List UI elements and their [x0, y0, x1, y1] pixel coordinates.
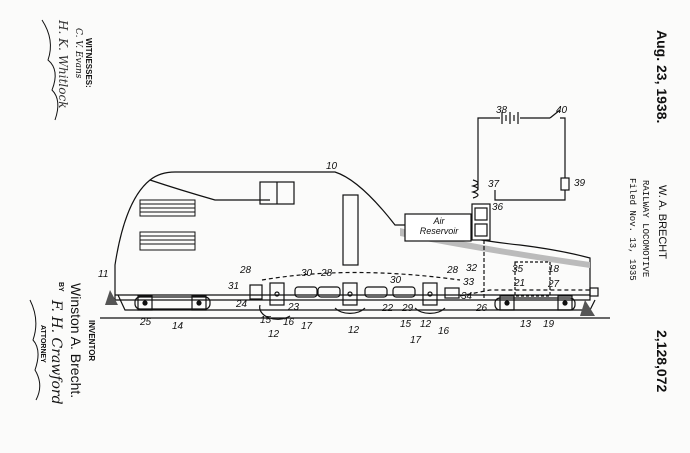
ref-numeral: 27 — [548, 279, 560, 290]
ref-numeral: 36 — [492, 202, 504, 213]
ref-numeral: 18 — [548, 264, 560, 275]
ref-numeral: 39 — [574, 178, 586, 189]
coil-39-icon — [560, 177, 570, 191]
filing-date: Filed Nov. 13, 1935 — [627, 178, 637, 281]
ref-numeral: 24 — [236, 299, 248, 310]
ref-numeral: 17 — [301, 321, 313, 332]
ref-numeral: 12 — [268, 329, 280, 340]
ref-numeral: 37 — [488, 179, 500, 190]
ref-numeral: 12 — [348, 325, 360, 336]
grille-upper — [139, 199, 196, 217]
issue-date: Aug. 23, 1938. — [654, 30, 670, 124]
attorney-label: ATTORNEY — [39, 325, 46, 363]
driving-wheels — [259, 282, 446, 320]
ref-numeral: 23 — [288, 302, 300, 313]
ref-numeral: 16 — [283, 317, 295, 328]
underframe — [117, 294, 596, 311]
brake-cylinders — [249, 284, 460, 300]
ref-numeral: 12 — [420, 319, 432, 330]
ref-numeral: 38 — [496, 105, 508, 116]
air-reservoir — [404, 213, 472, 242]
ref-numeral: 34 — [461, 291, 473, 302]
ref-numeral: 28 — [447, 265, 459, 276]
switch-40-icon — [549, 109, 561, 119]
ref-numeral: 17 — [410, 335, 422, 346]
inventor-label: INVENTOR — [87, 320, 96, 362]
ref-numeral: 33 — [463, 277, 475, 288]
front-truck — [494, 295, 576, 311]
door — [342, 194, 359, 266]
ref-numeral: 32 — [466, 263, 478, 274]
ref-numeral: 15 — [260, 315, 272, 326]
witness-1: C. V. Evans — [73, 28, 83, 79]
ref-numeral: 26 — [476, 303, 488, 314]
inventor-name: Winston A. Brecht. — [68, 283, 84, 399]
attorney-signature-text: F. H. Crawford — [48, 300, 64, 405]
ref-numeral: 28 — [240, 265, 252, 276]
ref-numeral: 28 — [321, 268, 333, 279]
witness-signature — [41, 19, 59, 121]
battery-38-icon — [501, 112, 519, 124]
ref-numeral: 15 — [400, 319, 412, 330]
patent-number: 2,128,072 — [654, 330, 670, 393]
patent-title: RAILWAY LOCOMOTIVE — [640, 180, 650, 278]
rear-truck — [134, 295, 211, 311]
control-circuit — [477, 117, 566, 201]
valve-36 — [471, 203, 491, 241]
ref-numeral: 31 — [228, 281, 240, 292]
witnesses-label: WITNESSES: — [84, 38, 93, 88]
ref-numeral: 11 — [98, 269, 109, 280]
coil-37-icon — [470, 179, 479, 199]
ref-numeral: 35 — [512, 264, 524, 275]
ref-numeral: 40 — [556, 105, 568, 116]
grille-lower — [139, 231, 196, 251]
ref-numeral: 10 — [326, 161, 338, 172]
ref-numeral: 30 — [301, 268, 313, 279]
ref-numeral: 13 — [520, 319, 532, 330]
ref-numeral: 29 — [402, 303, 414, 314]
ref-numeral: 19 — [543, 319, 555, 330]
by-label: BY — [57, 282, 64, 292]
witness-2: H. K. Whitlock — [56, 20, 70, 109]
ref-numeral: 22 — [382, 303, 394, 314]
ref-numeral: 21 — [514, 278, 526, 289]
ref-numeral: 30 — [390, 275, 402, 286]
ref-numeral: 14 — [172, 321, 184, 332]
ref-numeral: 25 — [140, 317, 152, 328]
locomotive-body — [114, 171, 591, 301]
attorney-signature — [29, 299, 41, 401]
ref-numeral: 16 — [438, 326, 450, 337]
inventor-header: W. A. BRECHT — [656, 185, 668, 259]
